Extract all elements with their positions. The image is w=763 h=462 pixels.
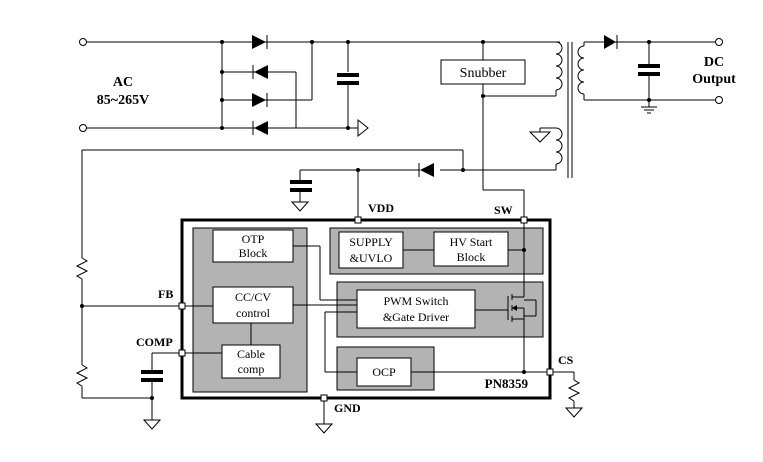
pwm-label-2: &Gate Driver [383, 310, 449, 324]
diode-d1 [252, 35, 266, 49]
otp-label-1: OTP [242, 232, 265, 246]
pin-cs [546, 368, 554, 376]
diode-d3 [252, 93, 266, 107]
comp-ground-symbol [142, 419, 162, 430]
ac-label: AC [113, 75, 133, 90]
dc-label: DC [704, 55, 724, 70]
ac-voltage-label: 85~265V [97, 93, 149, 108]
snubber-box [440, 59, 526, 85]
supply-uvlo-block [338, 231, 404, 269]
ic-ground-symbol [314, 423, 334, 434]
pin-cs-label: CS [558, 353, 574, 367]
snubber-block: Snubber [440, 40, 556, 218]
output-capacitor [638, 64, 660, 68]
cable-label-1: Cable [237, 347, 265, 361]
auxiliary-winding [555, 127, 563, 165]
hv-start-label-2: Block [457, 250, 486, 264]
transformer [463, 41, 585, 178]
cccv-label-2: control [236, 306, 271, 320]
vdd-ground-symbol [290, 201, 310, 212]
output-label: Output [692, 72, 736, 87]
supply-label-1: SUPPLY [349, 235, 393, 249]
ic-pins: VDD SW FB COMP CS GND [136, 201, 574, 415]
pin-fb-label: FB [158, 287, 173, 301]
cccv-control-block [212, 286, 294, 324]
comp-network [141, 352, 180, 430]
diode-d2 [254, 65, 268, 79]
ac-input-terminal-bottom [79, 124, 87, 132]
cable-label-2: comp [238, 362, 265, 376]
vdd-capacitor [290, 180, 312, 184]
fb-resistor-bottom [75, 364, 89, 387]
ac-input-section: AC 85~265V [79, 38, 224, 132]
ic-pn8359: OTP Block SUPPLY &UVLO HV Start Block CC… [180, 218, 552, 400]
comp-capacitor [141, 370, 163, 374]
cs-sense-section [553, 371, 584, 418]
bulk-capacitor-section [296, 40, 560, 138]
primary-winding [555, 41, 563, 91]
supply-label-2: &UVLO [350, 251, 393, 265]
aux-ground-symbol [528, 131, 552, 143]
ocp-block [356, 357, 412, 387]
dc-output-terminal-bottom [715, 96, 723, 104]
cs-sense-resistor [567, 379, 581, 402]
power-mosfet [475, 290, 537, 372]
feedback-divider [75, 150, 180, 400]
vdd-supply-section [82, 149, 465, 218]
ocp-label: OCP [372, 365, 396, 379]
hv-start-label-1: HV Start [450, 235, 493, 249]
secondary-winding [577, 45, 585, 95]
diode-d4 [254, 121, 268, 135]
pin-sw-label: SW [494, 203, 513, 217]
pin-sw [520, 216, 528, 224]
otp-label-2: Block [239, 246, 268, 260]
pin-vdd-label: VDD [368, 201, 394, 215]
pwm-gate-driver-block [356, 289, 476, 329]
pwm-label-1: PWM Switch [383, 294, 448, 308]
pin-gnd [320, 394, 328, 402]
ac-input-terminal-top [79, 38, 87, 46]
output-section: DC Output [584, 35, 736, 114]
cable-comp-block [221, 344, 281, 379]
otp-block [212, 229, 294, 263]
hv-start-block [433, 231, 509, 267]
snubber-label: Snubber [460, 66, 507, 81]
cs-ground-symbol [564, 407, 584, 418]
output-diode [604, 35, 616, 49]
pin-vdd [354, 216, 362, 224]
pin-comp [178, 349, 186, 357]
pin-fb [178, 302, 186, 310]
chip-name-label: PN8359 [485, 376, 529, 391]
primary-ground-symbol [357, 118, 369, 138]
bulk-capacitor [337, 73, 359, 77]
cccv-label-1: CC/CV [235, 290, 271, 304]
vdd-diode [420, 163, 434, 177]
dc-output-terminal-top [715, 38, 723, 46]
pin-comp-label: COMP [136, 335, 173, 349]
fb-resistor-top [75, 257, 89, 280]
pin-gnd-label: GND [334, 401, 361, 415]
gnd-pin-section [314, 401, 334, 434]
bridge-rectifier [220, 35, 314, 135]
